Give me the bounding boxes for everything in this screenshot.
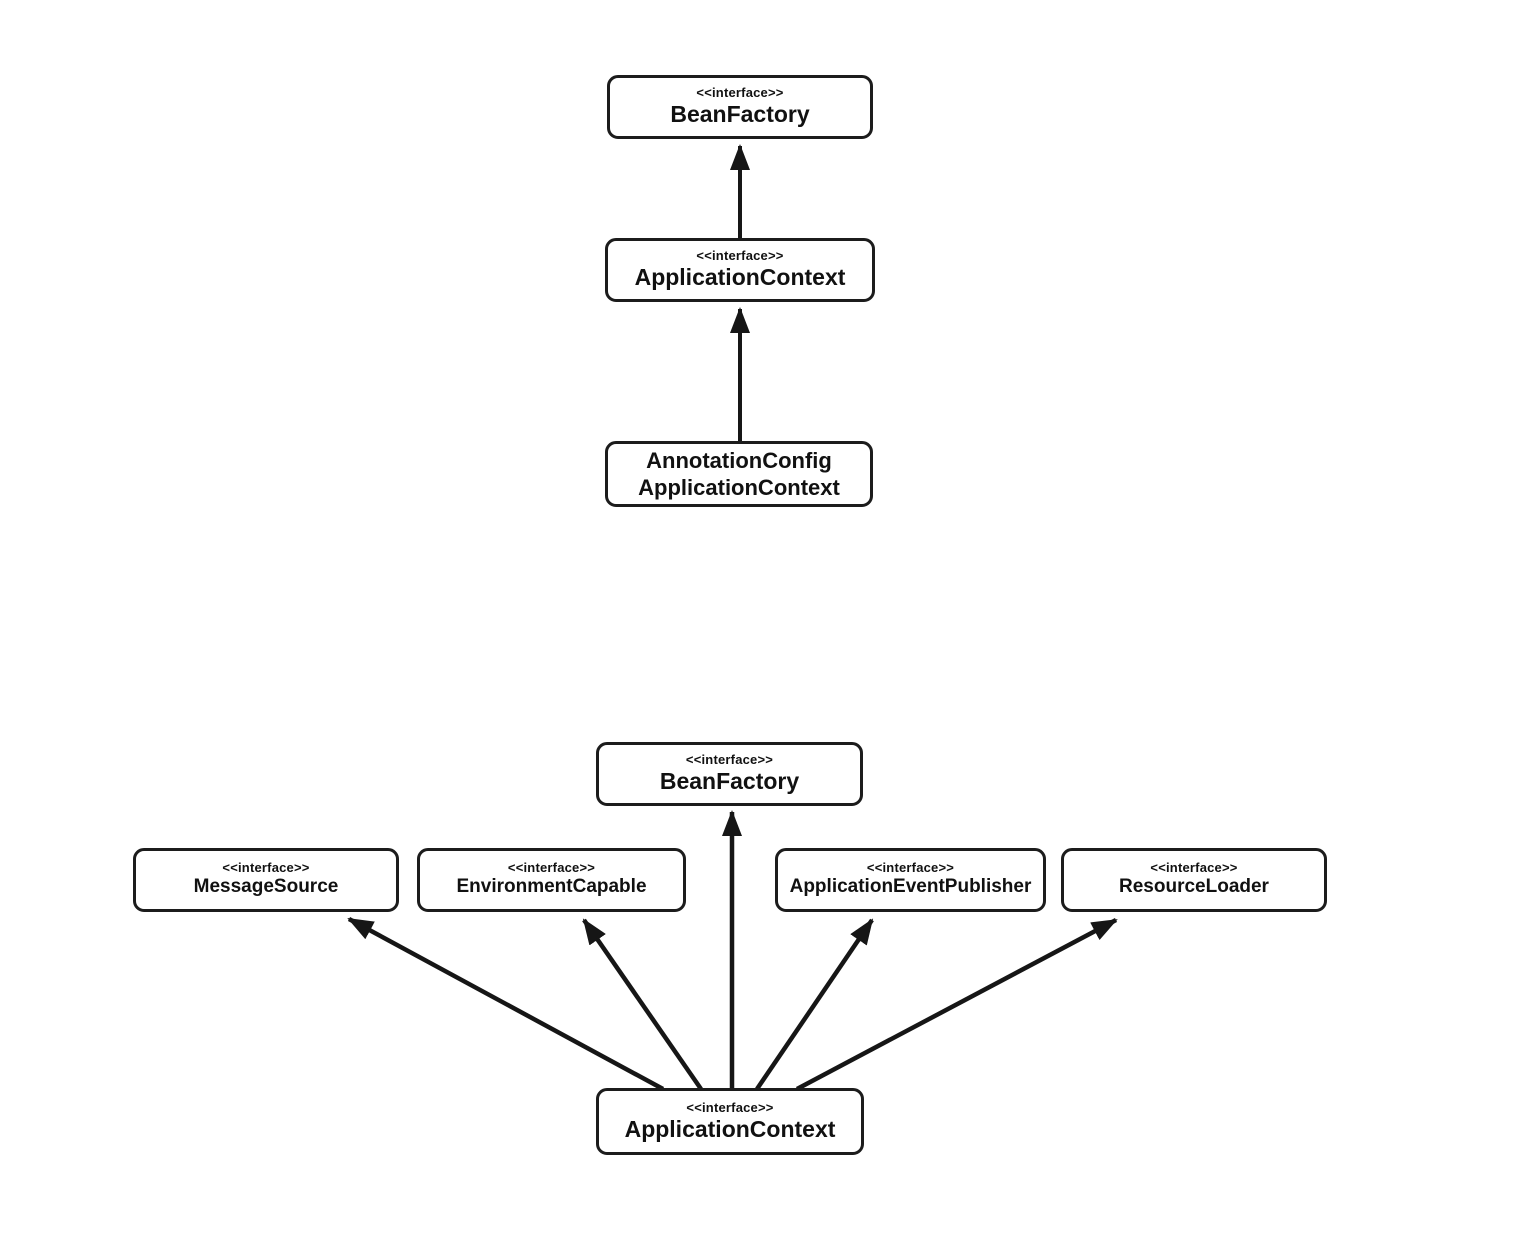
stereotype-label: <<interface>> xyxy=(1150,860,1238,876)
stereotype-label: <<interface>> xyxy=(686,1099,774,1115)
node-beanfactory-2: <<interface>> BeanFactory xyxy=(596,742,863,806)
node-applicationcontext: <<interface>> ApplicationContext xyxy=(605,238,875,302)
node-environmentcapable: <<interface>> EnvironmentCapable xyxy=(417,848,686,912)
class-name-label: ApplicationContext xyxy=(624,1115,836,1142)
class-name-label: ResourceLoader xyxy=(1119,876,1269,898)
class-name-label: ApplicationEventPublisher xyxy=(789,876,1032,898)
stereotype-label: <<interface>> xyxy=(696,85,784,101)
class-name-label: EnvironmentCapable xyxy=(456,876,647,898)
stereotype-label: <<interface>> xyxy=(696,248,784,264)
edge-applicationcontext-to-applicationeventpublisher xyxy=(755,918,874,1091)
node-applicationcontext-2: <<interface>> ApplicationContext xyxy=(596,1088,864,1155)
class-name-line1: AnnotationConfig xyxy=(646,447,832,473)
class-name-line2: ApplicationContext xyxy=(638,475,840,500)
node-resourceloader: <<interface>> ResourceLoader xyxy=(1061,848,1327,912)
stereotype-label: <<interface>> xyxy=(507,860,596,876)
node-messagesource: <<interface>> MessageSource xyxy=(133,848,399,912)
class-name-label: ApplicationContext xyxy=(634,264,846,291)
edge-applicationcontext-to-environmentcapable xyxy=(582,918,703,1091)
node-annotationconfig-applicationcontext: AnnotationConfig ApplicationContext xyxy=(605,441,873,507)
node-applicationeventpublisher: <<interface>> ApplicationEventPublisher xyxy=(775,848,1046,912)
class-name-label: BeanFactory xyxy=(670,101,810,128)
stereotype-label: <<interface>> xyxy=(866,860,955,876)
edge-applicationcontext-to-messagesource xyxy=(347,917,665,1091)
stereotype-label: <<interface>> xyxy=(685,752,774,768)
node-beanfactory: <<interface>> BeanFactory xyxy=(607,75,873,139)
stereotype-label: <<interface>> xyxy=(222,860,310,876)
class-name-label: BeanFactory xyxy=(659,768,800,795)
edge-applicationcontext-to-resourceloader xyxy=(795,918,1118,1091)
class-name-label: MessageSource xyxy=(193,876,339,898)
